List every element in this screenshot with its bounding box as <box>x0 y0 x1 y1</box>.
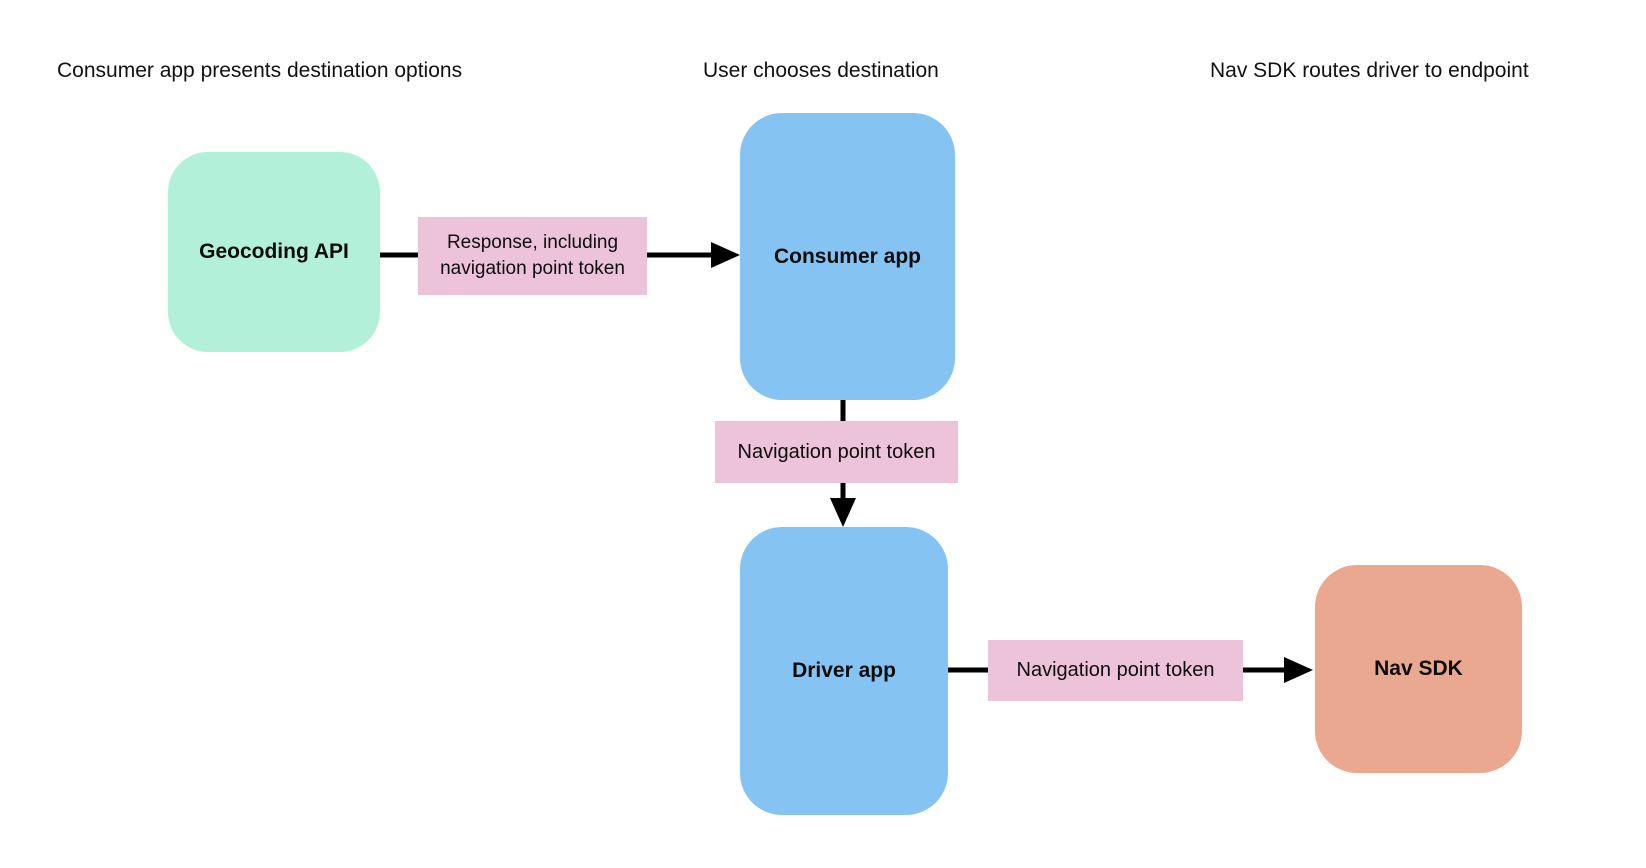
edge-label-response-including-token: Response, including navigation point tok… <box>418 217 647 295</box>
edge-label-navigation-point-token-horizontal: Navigation point token <box>988 640 1243 701</box>
node-nav-sdk-label: Nav SDK <box>1374 657 1463 680</box>
column-header-user-chooses: User chooses destination <box>703 59 939 82</box>
node-consumer-app-label: Consumer app <box>773 244 922 268</box>
edge-label-navigation-point-token-vertical: Navigation point token <box>715 421 958 483</box>
column-header-consumer-presents: Consumer app presents destination option… <box>57 59 463 82</box>
node-geocoding-api: Geocoding API <box>168 152 380 352</box>
edge-label-response-text: Response, including navigation point tok… <box>440 232 625 279</box>
node-driver-app: Driver app <box>740 527 948 815</box>
column-header-nav-sdk-routes: Nav SDK routes driver to endpoint <box>1210 59 1529 82</box>
node-consumer-app: Consumer app <box>740 113 955 400</box>
node-driver-app-label: Driver app <box>792 659 896 682</box>
node-nav-sdk: Nav SDK <box>1315 565 1522 773</box>
node-geocoding-api-label: Geocoding API <box>199 240 349 263</box>
edge-label-navigation-token-text-2: Navigation point token <box>1016 659 1215 681</box>
edge-label-navigation-token-text-1: Navigation point token <box>737 440 936 463</box>
